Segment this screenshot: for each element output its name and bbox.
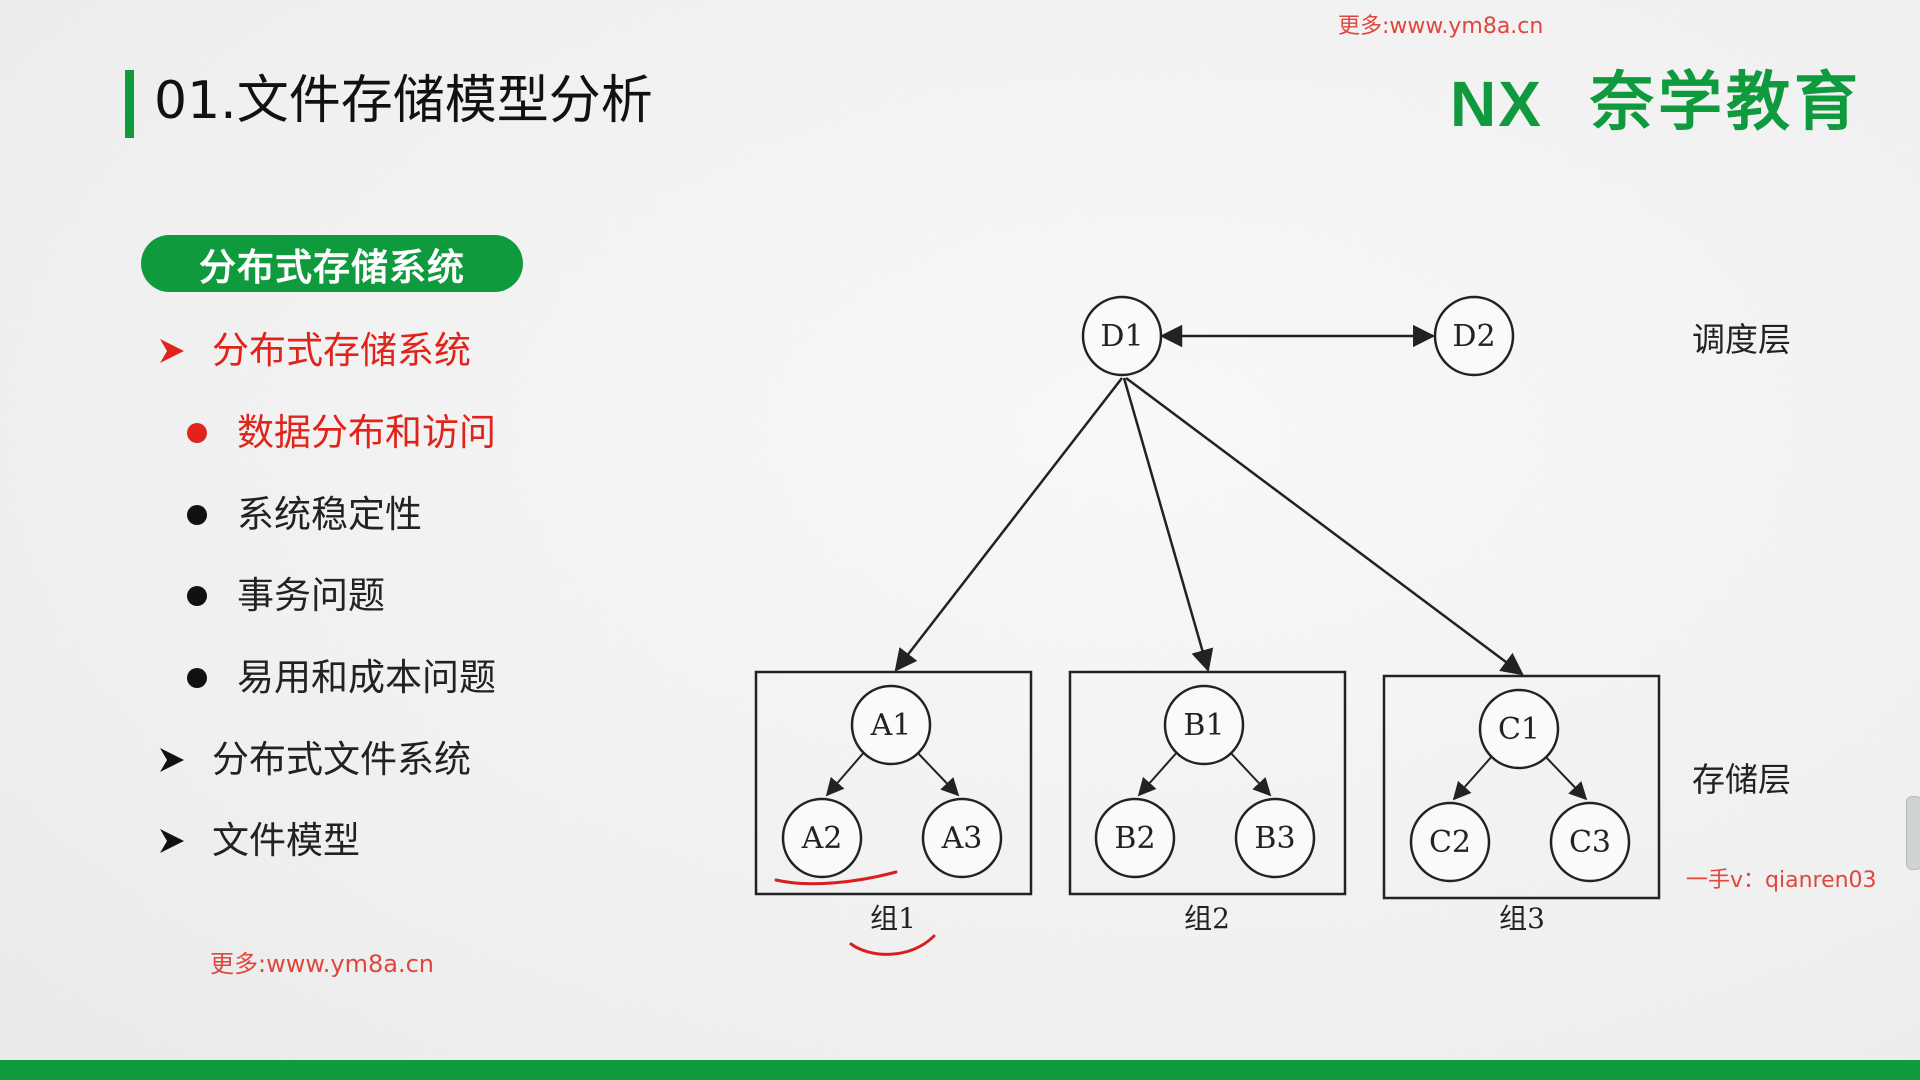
node-d1-label: D1	[1100, 319, 1143, 354]
contact-watermark: 一手v：qianren03	[1686, 868, 1877, 893]
menu-item-file-model[interactable]: 文件模型	[158, 816, 360, 866]
brand-logo-text: NX	[1450, 70, 1543, 136]
watermark-bottom: 更多:www.ym8a.cn	[210, 950, 434, 978]
menu-subitem-data-distribution[interactable]: 数据分布和访问	[187, 408, 496, 458]
bullet-icon	[187, 505, 207, 525]
node-c3-label: C3	[1569, 825, 1611, 860]
slide-title: 01.文件存储模型分析	[154, 71, 653, 131]
d1-to-group3-arrow	[1125, 376, 1524, 676]
menu-item-distributed-storage[interactable]: 分布式存储系统	[158, 326, 471, 376]
annotation-underline-group1	[849, 934, 936, 956]
edge-b1-b3	[1227, 749, 1272, 797]
brand-logo-icon: NX	[1450, 70, 1543, 136]
scheduler-layer-label: 调度层	[1692, 320, 1791, 359]
node-c2-label: C2	[1429, 825, 1471, 860]
node-c2	[1409, 801, 1491, 883]
group-1-label: 组1	[870, 902, 916, 935]
menu-item-label: 事务问题	[237, 574, 385, 617]
bullet-icon	[187, 423, 207, 443]
node-a1	[850, 684, 932, 766]
node-d1	[1081, 295, 1163, 377]
group-box-1	[754, 670, 1033, 896]
node-b2	[1094, 797, 1176, 879]
node-b1-label: B1	[1183, 708, 1224, 743]
arrow-right-icon	[160, 748, 184, 772]
brand: NX 奈学教育	[1448, 68, 1862, 138]
bullet-icon	[187, 586, 207, 606]
d1-to-group2-arrow	[1122, 377, 1214, 673]
menu-item-label: 分布式文件系统	[212, 738, 471, 781]
node-c3	[1549, 801, 1631, 883]
node-b3	[1234, 797, 1316, 879]
node-c1-label: C1	[1498, 712, 1540, 747]
group-3-label: 组3	[1499, 902, 1545, 935]
menu-item-label: 数据分布和访问	[237, 411, 496, 454]
menu-item-label: 文件模型	[212, 819, 360, 862]
group-box-3	[1382, 674, 1661, 900]
d1-to-group1-arrow	[894, 377, 1123, 672]
node-a2-label: A2	[801, 821, 843, 856]
annotation-underline-a2	[774, 870, 898, 886]
brand-name: 奈学教育	[1590, 66, 1862, 140]
node-d2	[1433, 295, 1515, 377]
menu-item-label: 分布式存储系统	[212, 329, 471, 372]
node-b2-label: B2	[1114, 821, 1155, 856]
node-a2	[781, 797, 863, 879]
bullet-icon	[187, 668, 207, 688]
node-b1	[1163, 684, 1245, 766]
title-accent-bar	[125, 70, 134, 138]
edge-a1-a2	[825, 749, 867, 797]
node-a3-label: A3	[941, 821, 983, 856]
node-d2-label: D2	[1452, 319, 1495, 354]
node-a3	[921, 797, 1003, 879]
menu-item-distributed-fs[interactable]: 分布式文件系统	[158, 735, 471, 785]
arrow-right-icon	[160, 339, 184, 363]
watermark-top: 更多:www.ym8a.cn	[1338, 14, 1544, 39]
arrow-right-icon	[160, 829, 184, 853]
menu-item-label: 易用和成本问题	[237, 656, 496, 699]
menu-subitem-system-stability[interactable]: 系统稳定性	[187, 490, 422, 540]
edge-a1-a3	[914, 749, 960, 797]
edge-c1-c3	[1542, 753, 1588, 801]
section-pill: 分布式存储系统	[141, 235, 523, 292]
menu-subitem-usability-cost[interactable]: 易用和成本问题	[187, 653, 496, 703]
edge-c1-c2	[1452, 753, 1495, 801]
menu-item-label: 系统稳定性	[237, 493, 422, 536]
node-a1-label: A1	[870, 708, 912, 743]
node-c1	[1478, 688, 1560, 770]
group-2-label: 组2	[1184, 902, 1230, 935]
node-b3-label: B3	[1254, 821, 1295, 856]
storage-layer-label: 存储层	[1692, 760, 1791, 799]
menu-subitem-transaction[interactable]: 事务问题	[187, 571, 385, 621]
group-box-2	[1068, 670, 1347, 896]
bottom-accent-stripe	[0, 1060, 1920, 1080]
edge-b1-b2	[1137, 749, 1180, 797]
scroll-handle[interactable]	[1906, 796, 1920, 870]
